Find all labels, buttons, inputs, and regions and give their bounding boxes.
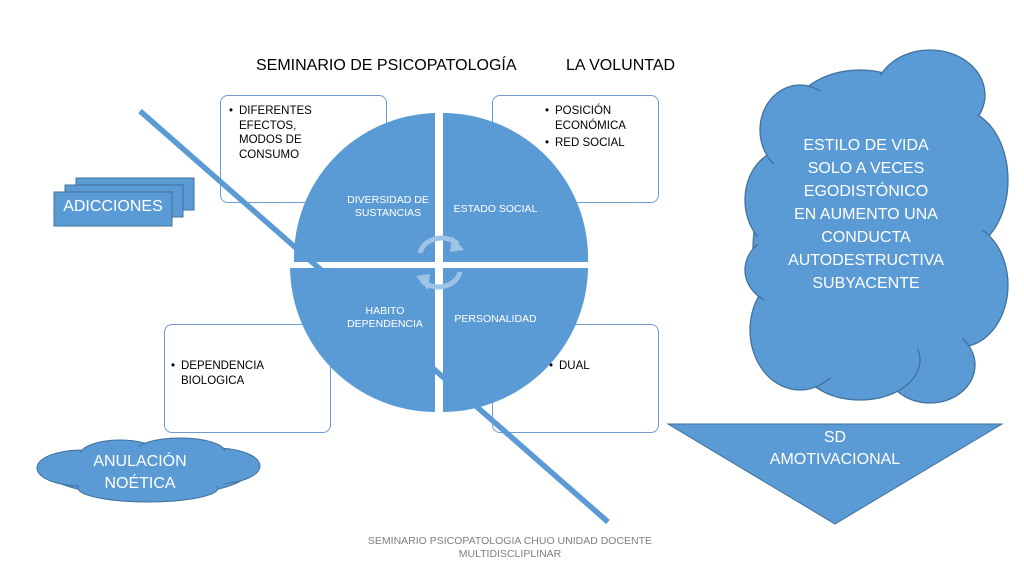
cycle-diagram <box>290 112 589 412</box>
cycle-arrow-head-icon <box>450 236 464 252</box>
box-item: DEPENDENCIA BIOLOGICA <box>171 359 281 388</box>
quadrant-bottom-left <box>290 268 435 412</box>
cloud-line: SUBYACENTE <box>812 275 920 292</box>
box-item: POSICIÓN ECONÓMICA <box>545 104 643 133</box>
seminar-title: SEMINARIO DE PSICOPATOLOGÍA <box>256 57 517 74</box>
bottom-left-box: DEPENDENCIA BIOLOGICA <box>164 324 331 433</box>
quadrant-top-right <box>443 112 589 262</box>
footer-line: SEMINARIO PSICOPATOLOGIA CHUO UNIDAD DOC… <box>367 535 653 547</box>
voluntad-title: LA VOLUNTAD <box>566 57 676 74</box>
quadrant-label-bottom-left: HABITO DEPENDENCIA <box>347 305 423 330</box>
adicciones-stack <box>53 177 195 227</box>
quadrant-label-bottom-right: PERSONALIDAD <box>454 313 537 325</box>
quadrant-label-top-right: ESTADO SOCIAL <box>453 203 538 215</box>
adicciones-label: ADICCIONES <box>63 198 163 215</box>
cloud-line: AUTODESTRUCTIVA <box>788 252 944 269</box>
cloud-line: EN AUMENTO UNA <box>794 206 938 223</box>
cloud-line: SOLO A VECES <box>807 160 925 177</box>
small-cloud-shape <box>36 437 261 503</box>
box-item: DUAL <box>549 359 650 374</box>
anulacion-label: ANULACIÓN NOÉTICA <box>93 453 187 492</box>
footer-line: MULTIDISCLIPLINAR <box>458 548 562 560</box>
box-item: RED SOCIAL <box>545 136 650 151</box>
diagonal-line <box>138 108 610 525</box>
cloud-line: ESTILO DE VIDA <box>803 137 929 154</box>
cloud-line: EGODISTÓNICO <box>803 183 929 200</box>
quadrant-label-top-left: DIVERSIDAD DE SUSTANCIAS <box>347 194 429 219</box>
cloud-line: CONDUCTA <box>821 229 911 246</box>
box-item: DIFERENTES EFECTOS, MODOS DE CONSUMO <box>229 104 319 162</box>
cloud-shape <box>744 49 1009 404</box>
triangle-label: SD AMOTIVACIONAL <box>769 429 901 468</box>
footer: SEMINARIO PSICOPATOLOGIA CHUO UNIDAD DOC… <box>340 535 680 561</box>
cycle-arrow-head-icon <box>416 274 430 290</box>
triangle-shape <box>666 423 1004 525</box>
quadrant-top-left <box>293 113 435 262</box>
cloud-text: ESTILO DE VIDA SOLO A VECES EGODISTÓNICO… <box>766 134 966 295</box>
quadrant-bottom-right <box>443 268 588 412</box>
